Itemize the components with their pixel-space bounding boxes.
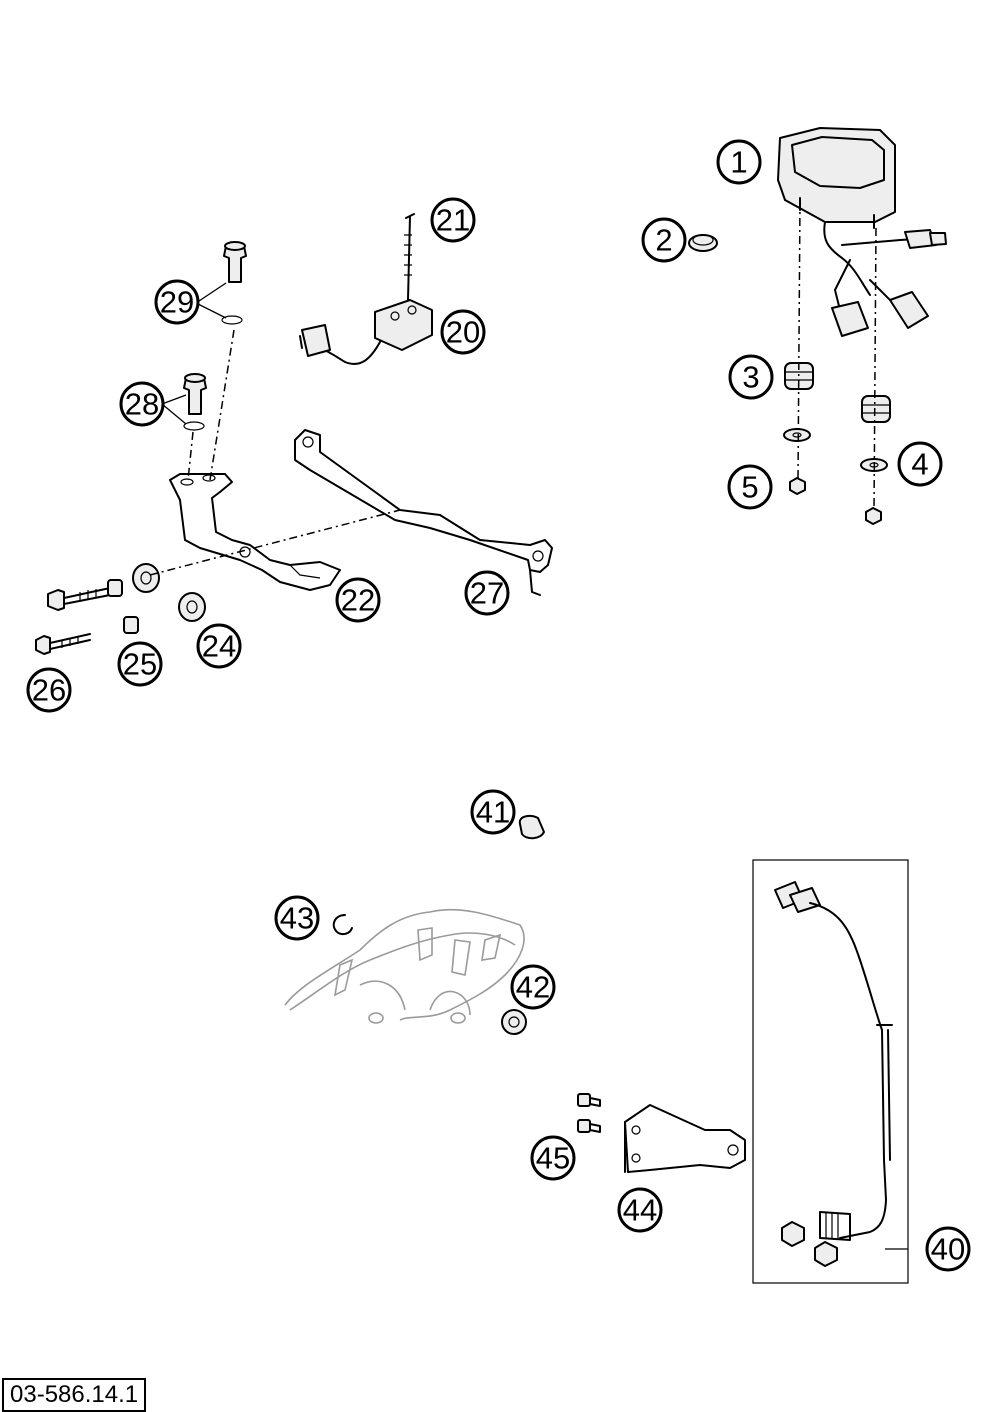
pin-lower bbox=[183, 373, 207, 415]
callout-44: 44 bbox=[617, 1187, 663, 1233]
long-bolt bbox=[35, 633, 91, 655]
nut-left bbox=[789, 477, 806, 495]
svg-text:44: 44 bbox=[623, 1193, 657, 1228]
long-bar-part bbox=[294, 429, 553, 596]
callout-24: 24 bbox=[196, 623, 242, 669]
washer-left bbox=[783, 428, 811, 442]
callout-5: 5 bbox=[727, 464, 773, 510]
bracket-part bbox=[169, 473, 341, 591]
bushing-part-42 bbox=[501, 1009, 527, 1035]
nut-right bbox=[865, 507, 882, 525]
screw-part bbox=[404, 213, 415, 301]
svg-text:27: 27 bbox=[470, 576, 504, 611]
assembly-line-pin-upper bbox=[209, 329, 235, 481]
callout-4: 4 bbox=[897, 441, 943, 487]
callout-25: 25 bbox=[117, 641, 163, 687]
callout-28: 28 bbox=[119, 381, 165, 427]
cap-part bbox=[688, 234, 718, 252]
assembly-line-right bbox=[873, 227, 877, 511]
svg-text:41: 41 bbox=[476, 795, 510, 830]
svg-text:43: 43 bbox=[280, 901, 314, 936]
callout-2: 2 bbox=[641, 217, 687, 263]
document-number: 03-586.14.1 bbox=[2, 1378, 147, 1412]
svg-text:4: 4 bbox=[911, 447, 928, 482]
screw-45-upper bbox=[577, 1093, 601, 1107]
callout-21: 21 bbox=[430, 197, 476, 243]
svg-text:25: 25 bbox=[123, 647, 157, 682]
speedometer-unit bbox=[777, 127, 947, 337]
svg-text:29: 29 bbox=[160, 285, 194, 320]
svg-text:28: 28 bbox=[125, 387, 159, 422]
spacer-sleeve bbox=[123, 616, 139, 634]
svg-text:24: 24 bbox=[202, 629, 236, 664]
svg-text:21: 21 bbox=[436, 203, 470, 238]
svg-text:3: 3 bbox=[742, 360, 759, 395]
callout-20: 20 bbox=[440, 309, 486, 355]
callout-27: 27 bbox=[464, 570, 510, 616]
callout-29: 29 bbox=[154, 279, 200, 325]
callout-1: 1 bbox=[716, 139, 762, 185]
callout-26: 26 bbox=[26, 667, 72, 713]
svg-text:2: 2 bbox=[655, 223, 672, 258]
clip-upper bbox=[221, 315, 243, 325]
callout-40: 40 bbox=[925, 1226, 971, 1272]
bolt-with-bushing bbox=[47, 563, 160, 611]
assembly-line-pin-lower bbox=[187, 431, 194, 481]
rubber-mount-right bbox=[861, 395, 891, 423]
callout-41: 41 bbox=[470, 789, 516, 835]
svg-text:1: 1 bbox=[730, 145, 747, 180]
svg-text:22: 22 bbox=[341, 583, 375, 618]
sensor-kit bbox=[752, 859, 909, 1284]
svg-text:5: 5 bbox=[741, 470, 758, 505]
clip-part-41 bbox=[518, 815, 545, 840]
clip-lower bbox=[183, 421, 205, 431]
switch-unit bbox=[299, 299, 433, 365]
circlip-part bbox=[332, 914, 353, 936]
screw-45-lower bbox=[577, 1119, 601, 1133]
callout-3: 3 bbox=[728, 354, 774, 400]
svg-text:45: 45 bbox=[536, 1141, 570, 1176]
pin-upper bbox=[223, 241, 247, 283]
leader-lines bbox=[161, 282, 908, 1250]
rubber-bushing bbox=[178, 592, 206, 622]
assembly-line-bolt bbox=[149, 509, 401, 576]
callout-22: 22 bbox=[335, 577, 381, 623]
holder-bracket bbox=[624, 1104, 746, 1173]
svg-text:42: 42 bbox=[516, 970, 550, 1005]
callout-43: 43 bbox=[274, 895, 320, 941]
callout-45: 45 bbox=[530, 1135, 576, 1181]
svg-text:26: 26 bbox=[32, 673, 66, 708]
callout-42: 42 bbox=[510, 964, 556, 1010]
svg-text:20: 20 bbox=[446, 315, 480, 350]
reference-housing bbox=[284, 908, 525, 1024]
rubber-mount-left bbox=[784, 362, 814, 390]
svg-text:40: 40 bbox=[931, 1232, 965, 1267]
